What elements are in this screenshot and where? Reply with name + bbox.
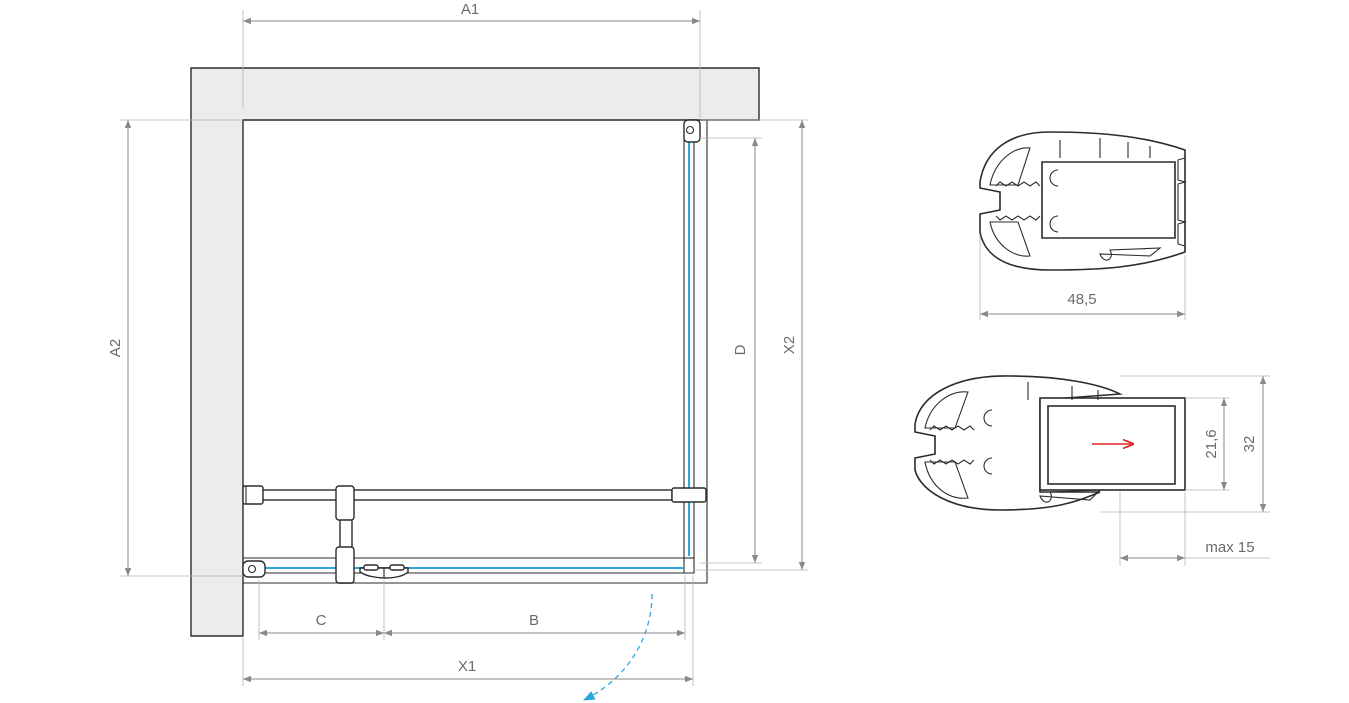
support-post-bottom-clamp [335, 546, 355, 584]
profile-detail-extended: 21,6 32 max 15 [914, 375, 1270, 566]
dimension-32-label: 32 [1241, 436, 1258, 453]
profile-teeth-lower [995, 215, 1041, 221]
profile-clip-upper [1049, 169, 1059, 187]
profile-ribs [1059, 138, 1151, 158]
profile-ext-ribs [1027, 382, 1099, 400]
profile-ext-upper-chamber [924, 391, 969, 429]
profile-ext-seal [1039, 489, 1102, 503]
front-panel-frame [243, 557, 695, 574]
dimension-a2-label: A2 [107, 339, 124, 357]
dimension-d-label: D [732, 344, 749, 355]
door-handle-grip-right [389, 564, 405, 571]
wall-profile-knob [685, 125, 695, 135]
wall [190, 67, 760, 637]
door-swing-arc [582, 593, 653, 701]
shower-tray-outline [243, 119, 708, 584]
stabilizer-end-clamp [671, 487, 707, 503]
wall-profile-bottom [242, 560, 266, 578]
dimension-a1-label: A1 [461, 1, 479, 18]
wall-profile-top [683, 119, 701, 143]
dimension-b-label: B [529, 612, 539, 629]
profile-ext-clip-lower [983, 457, 993, 475]
plan-view: A1 A2 D X2 C B X1 [107, 1, 808, 701]
profile-teeth-upper [995, 181, 1041, 187]
profile-ext-teeth-upper [929, 425, 975, 431]
stabilizer-bar [261, 489, 673, 501]
dimension-max15-label: max 15 [1205, 539, 1254, 556]
wall-profile-bottom-knob [247, 564, 257, 574]
profile-ext-teeth-lower [929, 459, 975, 465]
profile-ext-outer-shell [914, 375, 1123, 511]
support-post-top-clamp [335, 485, 355, 521]
dimension-48-5-label: 48,5 [1067, 291, 1096, 308]
profile-seal [1099, 247, 1162, 261]
profile-ext-clip-upper [983, 409, 993, 427]
profile-detail-closed: 48,5 [979, 131, 1188, 320]
dimension-c-label: C [316, 612, 327, 629]
profile-clip-lower [1049, 215, 1059, 233]
dimension-21-6-label: 21,6 [1203, 429, 1220, 458]
dimension-x1-label: X1 [458, 658, 476, 675]
dimension-x2-label: X2 [781, 336, 798, 354]
profile-ext-inner-cavity [1047, 405, 1176, 485]
profile-inner-cavity [1041, 161, 1176, 239]
profile-lower-chamber [989, 221, 1031, 257]
profile-upper-chamber [989, 147, 1031, 186]
stabilizer-wall-mount [242, 485, 264, 505]
profile-right-edge [1177, 157, 1188, 247]
door-handle-grip-left [363, 564, 379, 571]
profile-ext-lower-chamber [924, 461, 969, 499]
